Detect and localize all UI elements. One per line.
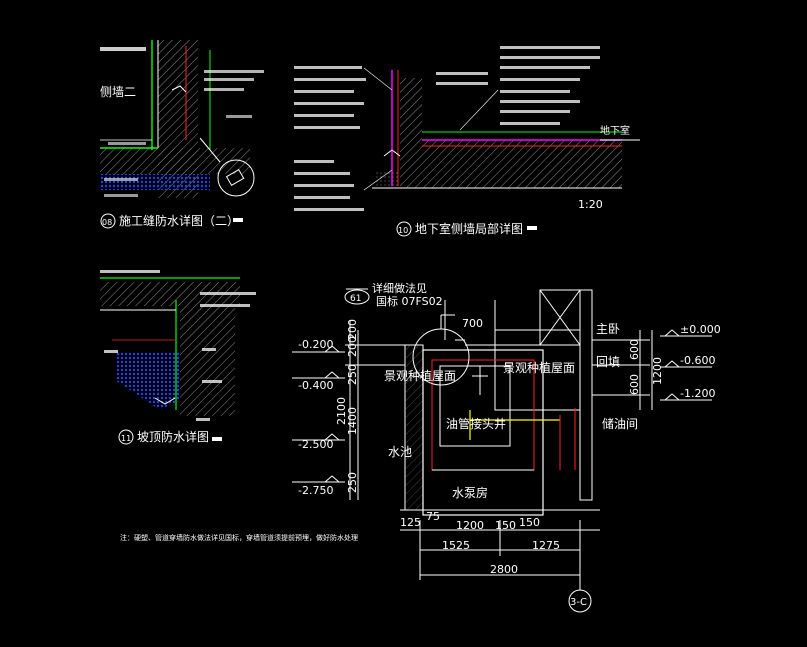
dim-b1-2: 1200 [456, 519, 484, 532]
detail-08-number: 08 [102, 218, 112, 227]
levels-right: ±0.000 -0.600 -1.200 [660, 323, 721, 401]
dim-v-left-4: 250 [346, 472, 359, 493]
room-landscape-right: 景观种植屋面 [503, 360, 575, 375]
detail-11-title: 坡顶防水详图 [137, 429, 209, 444]
dim-b2-0: 1525 [442, 539, 470, 552]
dim-b1-1: 75 [426, 510, 440, 523]
level-left-3: -2.750 [298, 484, 333, 497]
dim-v-left-3: 2100 [335, 397, 348, 425]
room-landscape-left: 景观种植屋面 [384, 368, 456, 383]
dims-bottom: 125 75 1200 150 150 1525 1275 2800 [400, 510, 600, 580]
level-left-2: -2.500 [298, 438, 333, 451]
dim-v-right-1: 600 [628, 374, 641, 395]
room-oil-pit: 油管接头井 [446, 416, 506, 431]
ref-number: 61 [350, 294, 361, 304]
dim-v-left-0: 200 [346, 336, 359, 357]
detail-11-number: 11 [121, 434, 131, 443]
dim-b2-1: 1275 [532, 539, 560, 552]
dim-v-left-2: 1400 [346, 407, 359, 435]
level-right-2: -1.200 [680, 387, 715, 400]
dim-top-1: 200 [346, 319, 359, 340]
dim-v-left-1: 250 [346, 364, 359, 385]
level-left-0: -0.200 [298, 338, 333, 351]
dim-v-right-0: 600 [628, 339, 641, 360]
dims-left: 200 250 1400 2100 250 [335, 320, 359, 500]
levels-left: -0.200 -0.400 -2.500 -2.750 [292, 338, 345, 497]
dim-v-right-2: 1200 [651, 357, 664, 385]
ref-text: 详细做法见 [372, 281, 427, 295]
room-storage: 储油间 [602, 416, 638, 431]
axis-label: 3-C [570, 597, 587, 608]
level-right-1: -0.600 [680, 354, 715, 367]
dim-top-0: 700 [462, 317, 483, 330]
detail-10: 1:20 地下室 10 地下室侧墙局部详图 [294, 46, 640, 237]
room-pump: 水泵房 [452, 485, 488, 500]
dim-b1-4: 150 [519, 516, 540, 529]
dim-total: 2800 [490, 563, 518, 576]
detail-08-title: 施工缝防水详图（二） [119, 213, 239, 228]
room-pool: 水池 [388, 445, 412, 459]
main-section: 详细做法见 国标 07FS02 61 -0.200 -0.400 -2.500 … [292, 281, 721, 613]
dim-b1-0: 125 [400, 516, 421, 529]
detail-08: 侧墙二 08 施工缝防水详图（二） [100, 40, 264, 229]
side-wall-label: 侧墙二 [100, 85, 136, 99]
dim-b1-3: 150 [495, 519, 516, 532]
detail-10-scale: 1:20 [578, 198, 603, 211]
ground-label: 地下室 [600, 124, 630, 137]
dims-right: 600 600 1200 [628, 330, 664, 410]
general-note: 注：硬塑、管道穿墙防水做法详见国标，穿墙管道须提前预埋，做好防水处理 [120, 533, 358, 542]
level-left-1: -0.400 [298, 379, 333, 392]
detail-11: 11 坡顶防水详图 [100, 270, 256, 445]
detail-10-title: 地下室侧墙局部详图 [415, 221, 523, 236]
detail-10-number: 10 [398, 226, 408, 235]
room-backfill: 回填 [596, 355, 620, 369]
room-master: 主卧 [596, 322, 620, 336]
ref-standard: 国标 07FS02 [376, 294, 443, 308]
level-right-0: ±0.000 [680, 323, 721, 336]
